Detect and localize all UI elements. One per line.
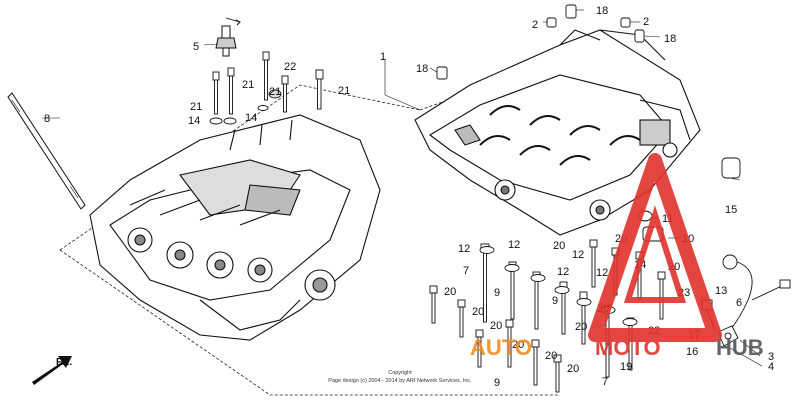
callout-9: 9 — [552, 295, 558, 307]
callout-19: 19 — [620, 361, 632, 373]
watermark-hub: HUB — [716, 335, 764, 360]
lower-crankcase — [89, 114, 381, 341]
callout-4: 4 — [768, 361, 774, 373]
callout-5: 5 — [193, 41, 199, 53]
callout-16: 16 — [686, 346, 698, 358]
upper-crankcase — [414, 29, 701, 236]
callout-20: 20 — [444, 286, 456, 298]
callout-12: 12 — [557, 266, 569, 278]
callout-20: 20 — [553, 240, 565, 252]
callout-12: 12 — [508, 239, 520, 251]
watermark-auto: AUTO — [470, 335, 532, 360]
callout-12: 12 — [596, 267, 608, 279]
watermark-moto: MOTO — [595, 335, 661, 360]
watermark-logo: AUTO MOTO HUB — [470, 153, 764, 360]
callout-11: 11 — [662, 213, 673, 225]
callout-15: 15 — [725, 204, 737, 216]
callout-21: 21 — [269, 86, 281, 98]
callout-2: 2 — [532, 19, 538, 31]
callout-21: 21 — [190, 101, 202, 113]
oil-pressure-switch — [215, 17, 241, 57]
callout-7: 7 — [602, 376, 608, 388]
callout-6: 6 — [736, 297, 742, 309]
copyright-title: Copyright — [388, 370, 412, 376]
stud-bolt-8 — [7, 92, 86, 210]
callout-7: 7 — [463, 265, 469, 277]
callout-21: 21 — [338, 85, 350, 97]
callout-18: 18 — [596, 5, 608, 17]
callout-2: 2 — [643, 16, 649, 28]
callout-22: 22 — [284, 61, 296, 73]
front-direction-arrow: FR. — [32, 356, 72, 385]
callout-20: 20 — [575, 321, 587, 333]
bolt-group-upper-left — [209, 51, 324, 125]
callout-20: 20 — [567, 363, 579, 375]
callout-20: 20 — [490, 320, 502, 332]
callout-9: 9 — [494, 287, 500, 299]
leader-lines — [42, 9, 763, 367]
callout-1: 1 — [380, 51, 386, 63]
callout-14: 14 — [188, 115, 200, 127]
callout-20: 20 — [512, 339, 524, 351]
callout-21: 21 — [242, 79, 254, 91]
callout-12: 12 — [572, 249, 584, 261]
callout-13: 13 — [715, 285, 727, 297]
callout-14: 14 — [245, 112, 257, 124]
callout-3: 3 — [768, 351, 774, 363]
callout-18: 18 — [664, 33, 676, 45]
callout-9: 9 — [494, 377, 500, 389]
copyright-line: Page design (c) 2004 - 2014 by ARI Netwo… — [328, 378, 472, 384]
callout-12: 12 — [458, 243, 470, 255]
direction-label: FR. — [56, 357, 72, 368]
callout-20: 20 — [545, 350, 557, 362]
callout-8: 8 — [44, 113, 50, 125]
callout-20: 20 — [472, 306, 484, 318]
callout-18: 18 — [416, 63, 428, 75]
